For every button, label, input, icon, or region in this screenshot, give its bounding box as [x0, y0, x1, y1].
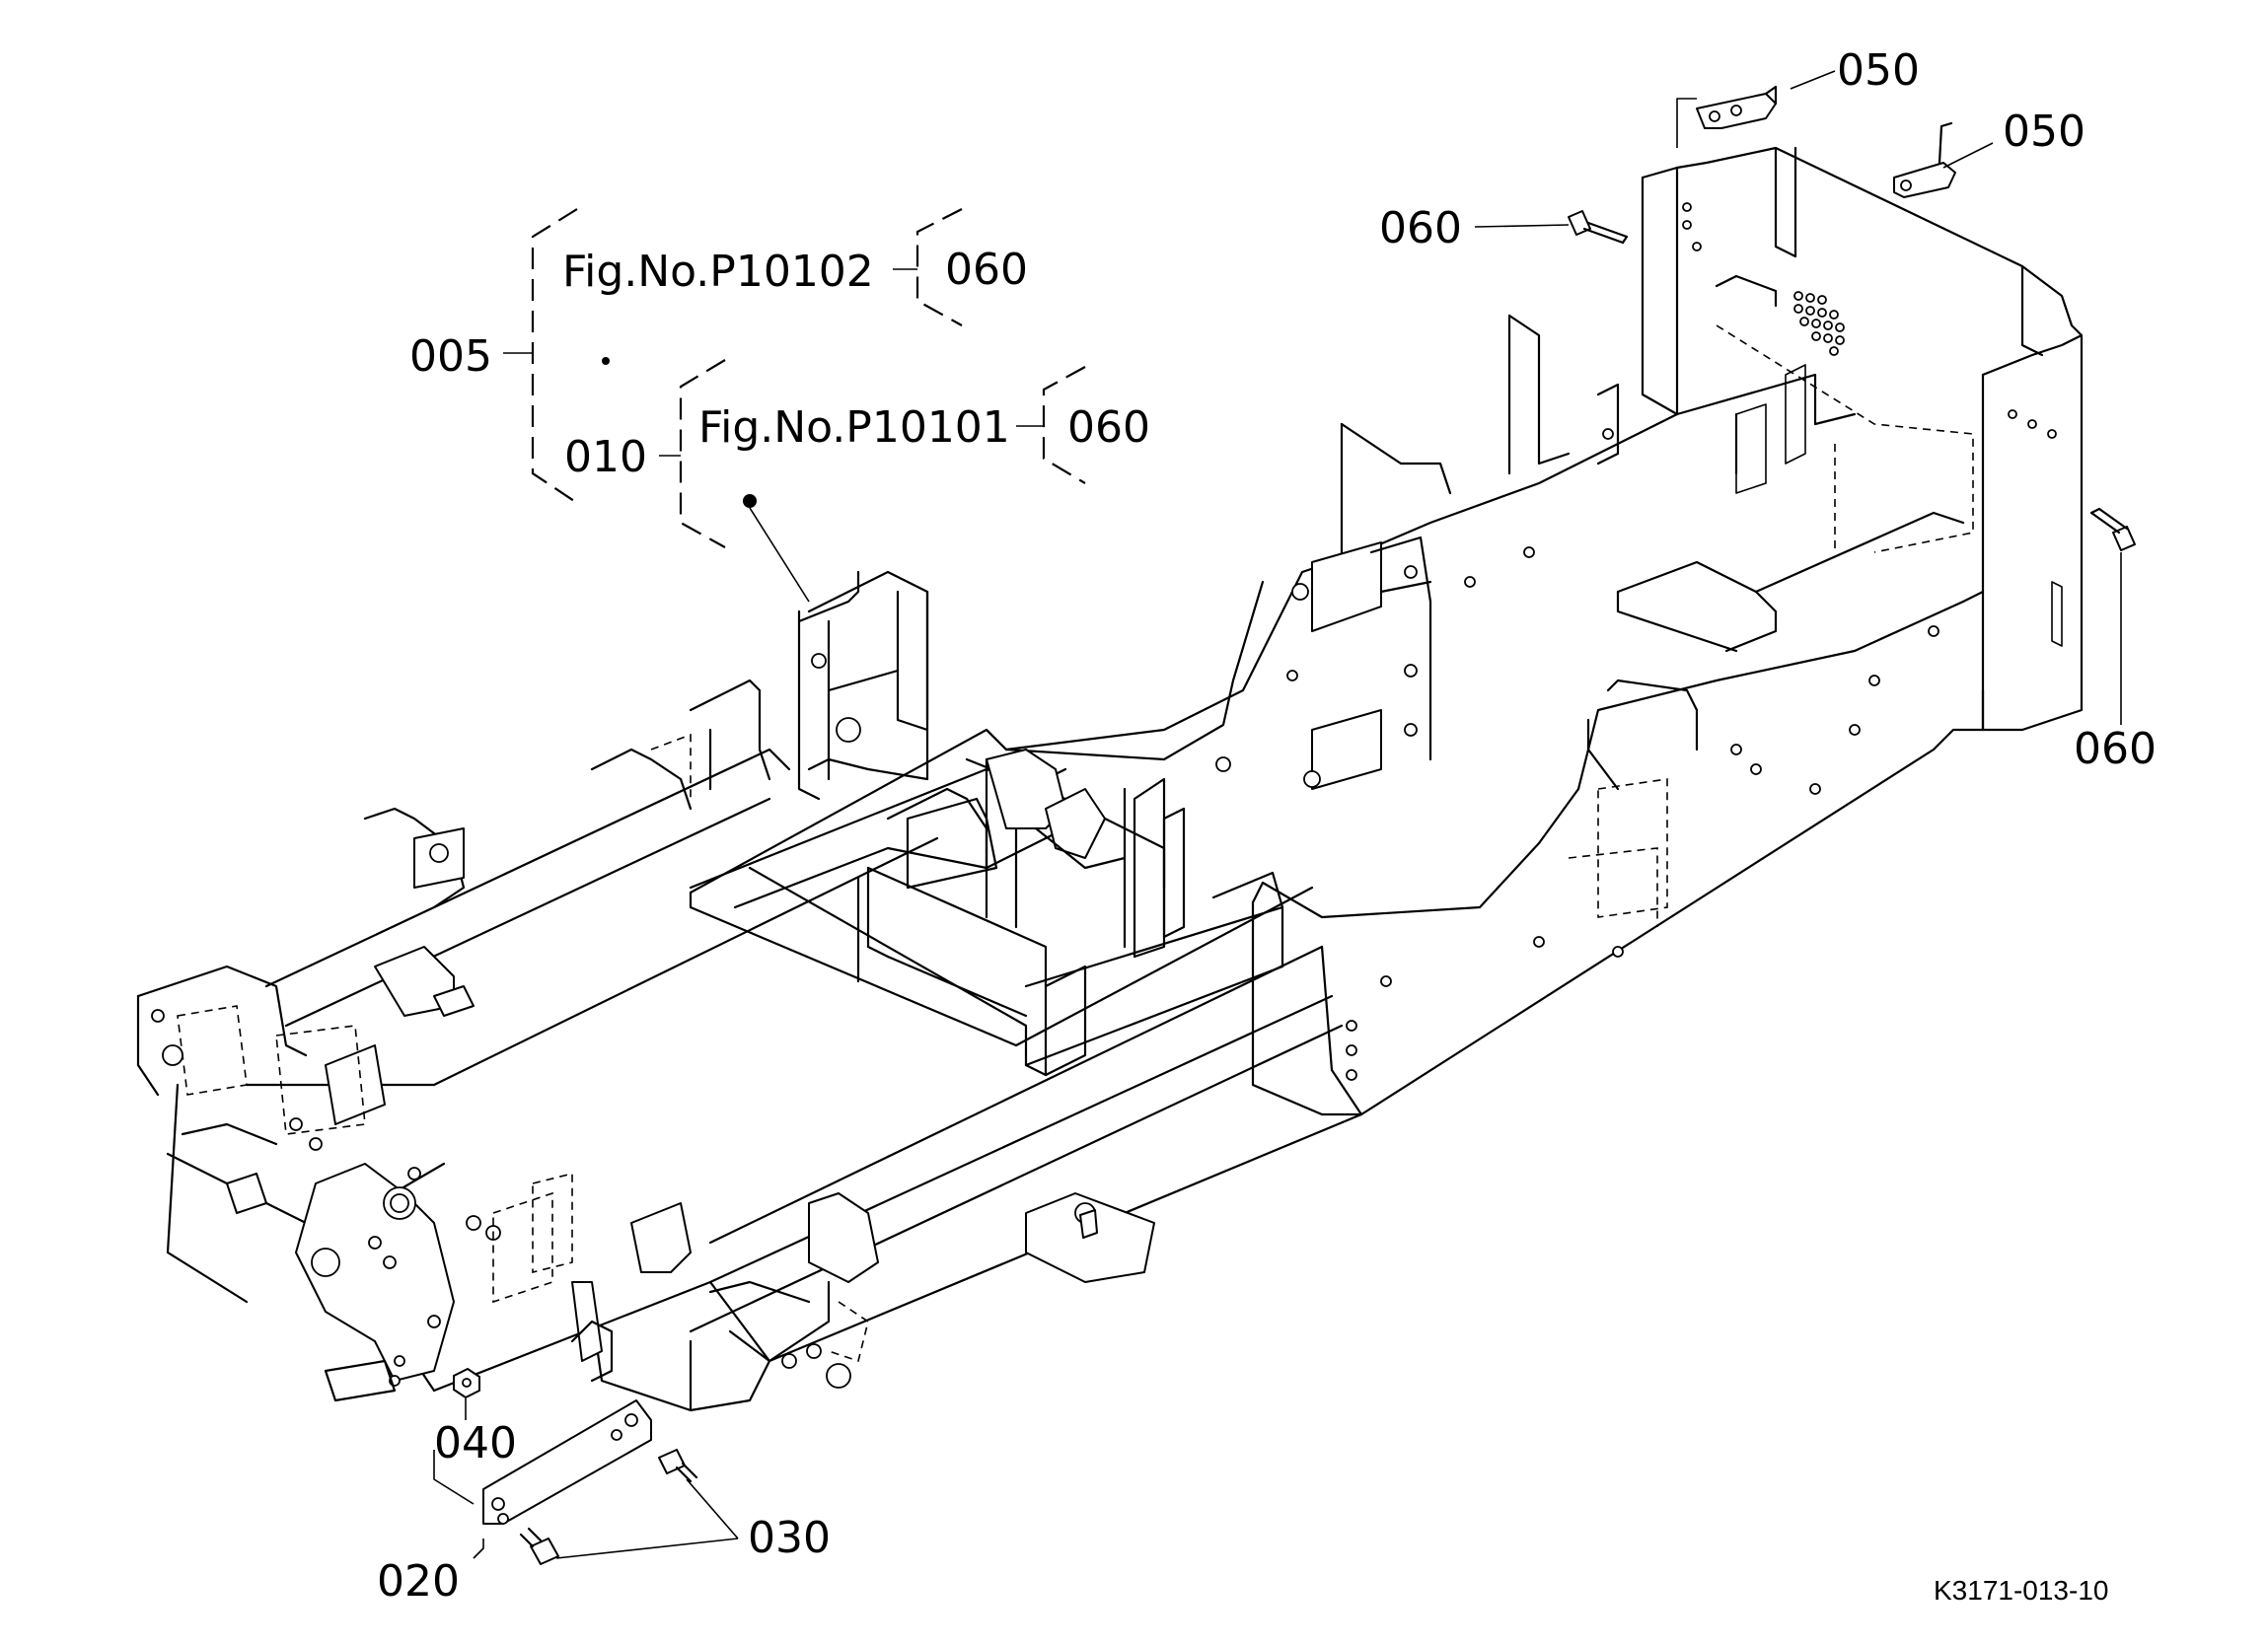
long-beams	[264, 748, 1363, 1363]
nut-040	[453, 1368, 480, 1398]
callout-labels: 005 010 Fig.No.P10102 Fig.No.P10101 060 …	[377, 45, 2157, 1607]
callout-050-b: 050	[2003, 107, 2085, 157]
bracket-005	[531, 208, 578, 504]
rear-box	[1641, 146, 2084, 732]
rear-box-vent-holes	[1793, 291, 1845, 356]
hardware-parts	[453, 85, 2136, 1565]
main-frame-drawing	[136, 146, 2084, 1412]
bolt-060-left	[1568, 210, 1629, 245]
callout-060-left: 060	[1379, 203, 1462, 253]
bracket-010	[679, 359, 726, 548]
figure-ref-upper: Fig.No.P10102	[562, 247, 874, 297]
lower-beam-brackets	[570, 1192, 1155, 1383]
left-side-rail	[1004, 314, 1738, 790]
callout-005: 005	[409, 331, 492, 382]
bolt-060-right	[2089, 507, 2136, 551]
drawing-code: K3171-013-10	[1934, 1575, 2108, 1606]
callout-010: 010	[564, 432, 647, 482]
callout-040: 040	[434, 1418, 517, 1468]
bracket-060-fig2	[1042, 366, 1086, 484]
callout-060-fig2: 060	[1067, 402, 1150, 453]
callout-030: 030	[748, 1513, 831, 1563]
clip-050-b	[1893, 121, 1956, 198]
center-subframe	[689, 570, 1186, 1018]
bracket-060-fig1	[915, 208, 963, 326]
callout-060-right: 060	[2074, 724, 2157, 774]
bolt-030-upper	[658, 1449, 698, 1483]
callout-060-fig1: 060	[945, 245, 1028, 295]
callout-020: 020	[377, 1556, 460, 1607]
far-rail-brackets	[363, 590, 929, 1017]
clip-050-a	[1696, 85, 1778, 129]
reference-brackets	[503, 208, 1086, 548]
figure-ref-lower: Fig.No.P10101	[698, 402, 1010, 453]
plate-020	[482, 1399, 652, 1525]
bolt-030-lower	[519, 1527, 559, 1565]
leader-lines	[433, 70, 2122, 1559]
front-end	[136, 965, 869, 1412]
right-side-rail	[1251, 590, 1985, 1116]
callout-050-a: 050	[1837, 45, 1920, 96]
